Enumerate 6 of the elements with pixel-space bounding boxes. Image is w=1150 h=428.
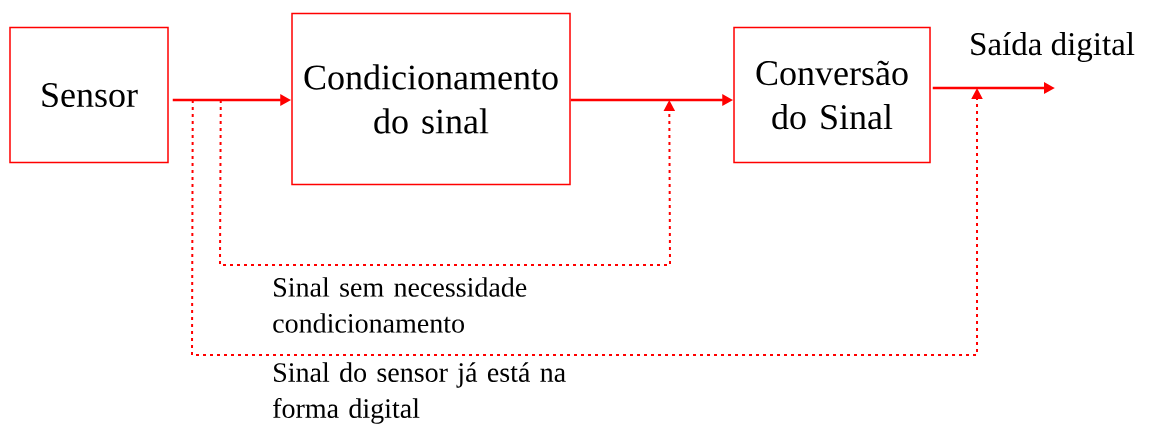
process-box: Condicionamento do sinal (291, 12, 571, 186)
output-label: Saída digital (971, 31, 1135, 63)
process-box: Sensor (9, 26, 169, 164)
process-box: Conversão do Sinal (733, 26, 931, 164)
edge-label: Sinal do sensor já está na forma digital (273, 362, 566, 424)
edge-label: Sinal sem necessidade condicionamento (273, 277, 527, 333)
